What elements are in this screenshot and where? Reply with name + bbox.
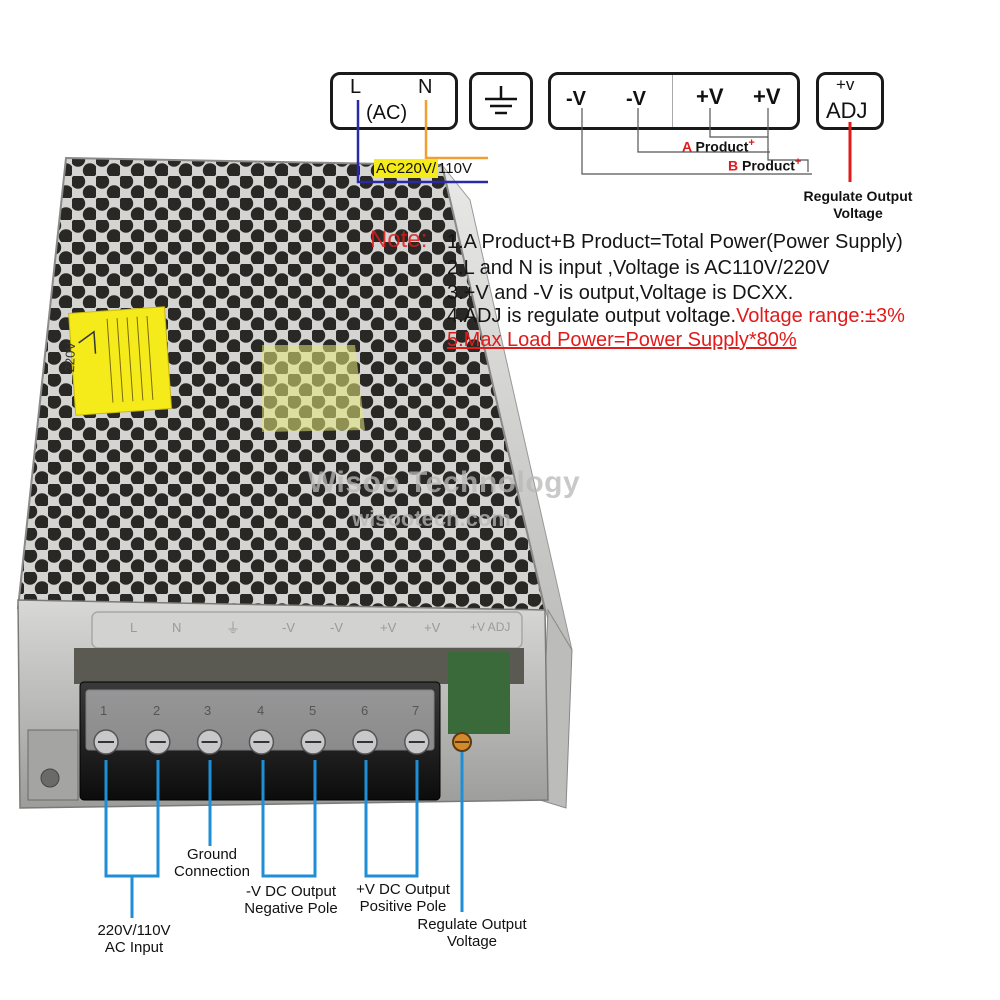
regulate-output-label-top: Regulate Output Voltage	[796, 188, 920, 222]
regulate-top-line1: Regulate Output	[803, 188, 913, 204]
callout-ac-input-line1: 220V/110V	[97, 922, 171, 939]
dc-neg2-label: -V	[626, 88, 646, 110]
inner-component-glow	[262, 345, 365, 432]
callout-ground-line2: Connection	[174, 863, 250, 880]
ac-label: (AC)	[366, 102, 408, 124]
ac-voltage-tag: AC220V/110V	[374, 159, 472, 178]
pcb-green	[448, 652, 510, 734]
cover-label-neg1: -V	[282, 620, 295, 635]
ac-l-label: L	[350, 76, 362, 98]
note-line-4a: 4.ADJ is regulate output voltage.	[447, 305, 737, 327]
callout-ground-line1: Ground	[186, 846, 238, 863]
a-product-label: A Product+	[682, 137, 755, 155]
cover-label-ground: ⏚	[226, 620, 240, 636]
a-product-text: Product	[695, 138, 749, 155]
callout-negative-line2: Negative Pole	[244, 900, 338, 917]
callout-ac-input-line2: AC Input	[104, 939, 164, 956]
terminal-number-5: 5	[309, 703, 317, 718]
watermark-line2: wisootech.com	[352, 506, 511, 531]
dc-neg1-label: -V	[566, 88, 586, 110]
terminal-number-1: 1	[100, 703, 108, 718]
b-product-letter: B	[728, 157, 739, 174]
ac-terminal-box	[330, 72, 458, 130]
callout-regulate-line1: Regulate Output	[417, 916, 527, 933]
terminal-number-4: 4	[257, 703, 265, 718]
dc-terminal-box	[548, 72, 800, 130]
cover-label-pos2: +V	[424, 620, 441, 635]
ground-terminal-box	[469, 72, 533, 130]
terminal-screws	[93, 729, 430, 755]
callout-positive-line1: +V DC Output	[356, 881, 450, 898]
cover-label-l: L	[130, 620, 138, 635]
note-line-1: 1.A Product+B Product=Total Power(Power …	[447, 231, 903, 253]
adj-top-label: +v	[836, 75, 855, 94]
ground-icon	[485, 86, 517, 115]
b-product-label: B Product+	[728, 156, 801, 174]
regulate-top-line2: Voltage	[833, 205, 883, 221]
cover-label-n: N	[172, 620, 182, 635]
wiring-lines	[356, 100, 852, 184]
b-product-plus: +	[794, 156, 802, 168]
callout-regulate: Regulate Output Voltage	[408, 916, 536, 950]
adj-label: ADJ	[826, 98, 868, 123]
dc-pos2-label: +V	[753, 84, 781, 109]
watermark-line1: Wisoo Technology	[308, 466, 581, 499]
cover-label-pos1: +V	[380, 620, 397, 635]
b-product-text: Product	[742, 157, 795, 174]
callout-negative-line1: -V DC Output	[245, 883, 337, 900]
terminal-number-7: 7	[412, 703, 420, 718]
terminal-number-2: 2	[153, 703, 161, 718]
note-line-4: 4.ADJ is regulate output voltage.Voltage…	[447, 305, 905, 328]
a-product-plus: +	[748, 137, 755, 149]
ac-voltage-a: AC220V/	[374, 159, 439, 178]
a-product-letter: A	[682, 138, 692, 155]
cover-label-neg2: -V	[330, 620, 343, 635]
callout-positive: +V DC Output Positive Pole	[343, 881, 463, 915]
terminal-number-6: 6	[361, 703, 369, 718]
note-line-4b: Voltage range:±3%	[736, 305, 905, 327]
note-line-5: 5.Max Load Power=Power Supply*80%	[447, 329, 797, 351]
ac-n-label: N	[418, 76, 433, 98]
mounting-bracket	[27, 729, 79, 801]
cover-label-adj: +V ADJ	[470, 620, 511, 634]
note-line-3: 3.+V and -V is output,Voltage is DCXX.	[447, 282, 794, 304]
callout-negative: -V DC Output Negative Pole	[232, 883, 350, 917]
note-line-2: 2.L and N is input ,Voltage is AC110V/22…	[447, 257, 830, 279]
dc-box-divider	[672, 75, 673, 127]
note-prefix: Note:	[370, 226, 428, 253]
dc-pos1-label: +V	[696, 84, 724, 109]
callout-ground: Ground Connection	[164, 846, 260, 880]
callout-ac-input: 220V/110V AC Input	[88, 922, 180, 956]
callout-positive-line2: Positive Pole	[359, 898, 447, 915]
terminal-number-3: 3	[204, 703, 212, 718]
ac-voltage-b: 110V	[438, 160, 472, 177]
callout-regulate-line2: Voltage	[446, 933, 498, 950]
